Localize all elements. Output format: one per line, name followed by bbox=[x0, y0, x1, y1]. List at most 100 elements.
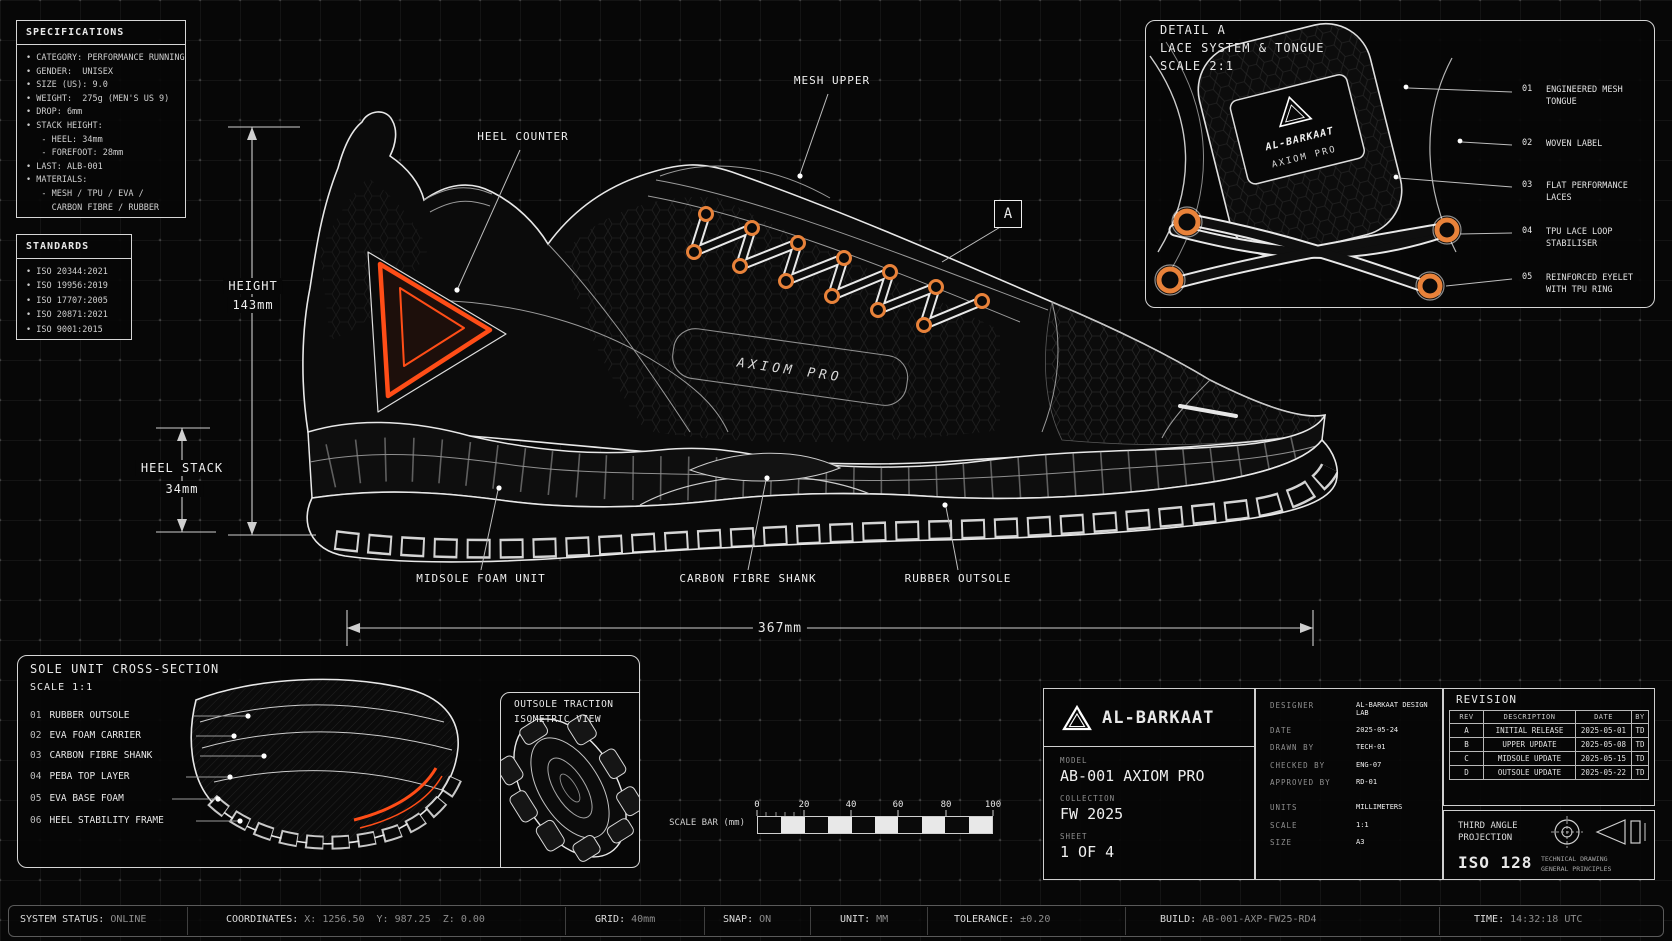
spec-item: - HEEL: 34mm bbox=[26, 134, 103, 145]
status-grid-setting[interactable]: GRID: 40mm bbox=[595, 914, 655, 925]
scale-bar-seg bbox=[921, 817, 946, 833]
panel-seams bbox=[423, 165, 1211, 439]
sole-item: 03 CARBON FIBRE SHANK bbox=[30, 750, 152, 761]
callout-rubber-outsole: RUBBER OUTSOLE bbox=[904, 572, 1012, 585]
revision-cell: MIDSOLE UPDATE bbox=[1483, 751, 1576, 766]
status-build-label: BUILD: bbox=[1160, 914, 1197, 925]
sole-item-label: PEBA TOP LAYER bbox=[49, 771, 130, 782]
standards-panel: STANDARDS • ISO 20344:2021 • ISO 19956:2… bbox=[16, 234, 132, 340]
sole-item-num: 01 bbox=[30, 710, 42, 721]
revision-header: REV bbox=[1449, 710, 1484, 724]
detail-callout-num: 02 bbox=[1522, 138, 1533, 148]
scale-bar-seg bbox=[851, 817, 876, 833]
detail-callout-num: 01 bbox=[1522, 84, 1533, 94]
spec-item: • WEIGHT: 275g (MEN'S US 9) bbox=[26, 93, 170, 104]
meta-label: CHECKED BY bbox=[1270, 760, 1326, 770]
outsole-view-title1: OUTSOLE TRACTION bbox=[514, 699, 614, 710]
status-snap-label: SNAP: bbox=[723, 914, 754, 925]
meta-label: DESIGNER bbox=[1270, 701, 1315, 710]
scale-bar-tick: 100 bbox=[984, 800, 1002, 810]
status-bar bbox=[8, 905, 1664, 937]
detail-callout-label: WOVEN LABEL bbox=[1546, 139, 1603, 149]
revision-cell: TD bbox=[1631, 751, 1649, 766]
status-grid-label: GRID: bbox=[595, 914, 626, 925]
lacing bbox=[689, 209, 987, 330]
standard-item: • ISO 9001:2015 bbox=[26, 324, 103, 335]
dim-height-label: HEIGHT bbox=[223, 278, 283, 294]
detail-a-title: DETAIL A bbox=[1160, 23, 1226, 37]
carbon-shank-window bbox=[688, 452, 842, 482]
spec-item: CARBON FIBRE / RUBBER bbox=[26, 202, 160, 213]
status-build: BUILD: AB-001-AXP-FW25-RD4 bbox=[1160, 914, 1317, 925]
meta-label: SIZE bbox=[1270, 838, 1293, 847]
revision-cell: TD bbox=[1631, 723, 1649, 738]
sole-item-num: 04 bbox=[30, 771, 42, 782]
side-brand-text: AXIOM PRO bbox=[735, 356, 843, 386]
eyelets bbox=[686, 206, 990, 333]
scale-bar-tick: 20 bbox=[798, 800, 810, 810]
status-coordinates: COORDINATES: X: 1256.50 Y: 987.25 Z: 0.0… bbox=[226, 914, 485, 925]
specifications-title: SPECIFICATIONS bbox=[17, 21, 185, 45]
detail-marker-a[interactable]: A bbox=[994, 200, 1022, 228]
status-time-value: 14:32:18 UTC bbox=[1510, 914, 1583, 925]
side-brand-panel: AXIOM PRO bbox=[672, 328, 909, 406]
projection-box: THIRD ANGLE PROJECTION ISO 128 TECHNICAL… bbox=[1443, 810, 1655, 880]
projection-line2: PROJECTION bbox=[1458, 833, 1513, 843]
projection-note2: GENERAL PRINCIPLES bbox=[1541, 865, 1612, 873]
status-snap-toggle[interactable]: SNAP: ON bbox=[723, 914, 771, 925]
projection-line1: THIRD ANGLE bbox=[1458, 821, 1518, 831]
outsole-lugs bbox=[333, 462, 1338, 559]
scale-bar-seg bbox=[828, 817, 852, 833]
specifications-panel: SPECIFICATIONS • CATEGORY: PERFORMANCE R… bbox=[16, 20, 186, 218]
revision-cell: A bbox=[1449, 723, 1484, 738]
status-coordinates-label: COORDINATES: bbox=[226, 914, 299, 925]
scale-bar-tick: 0 bbox=[754, 800, 760, 810]
sole-item-label: HEEL STABILITY FRAME bbox=[49, 815, 164, 826]
meta-label: DATE bbox=[1270, 725, 1293, 735]
status-time-label: TIME: bbox=[1474, 914, 1505, 925]
status-time: TIME: 14:32:18 UTC bbox=[1474, 914, 1582, 925]
spec-item: • CATEGORY: PERFORMANCE RUNNING bbox=[26, 53, 185, 63]
model-value: AB-001 AXIOM PRO bbox=[1060, 767, 1205, 785]
spec-item: • MATERIALS: bbox=[26, 175, 88, 186]
meta-label: DRAWN BY bbox=[1270, 743, 1315, 752]
third-angle-projection-icon bbox=[1551, 816, 1646, 848]
sole-item-label: CARBON FIBRE SHANK bbox=[49, 750, 153, 761]
meta-value: A3 bbox=[1356, 838, 1365, 846]
scale-bar-seg bbox=[898, 817, 922, 833]
detail-callout-label: REINFORCED EYELET WITH TPU RING bbox=[1546, 273, 1633, 295]
meta-value: 2025-05-24 bbox=[1356, 725, 1399, 734]
scale-bar-label: SCALE BAR (mm) bbox=[669, 818, 745, 828]
revision-cell: 2025-05-15 bbox=[1575, 751, 1632, 766]
status-separator bbox=[1125, 907, 1126, 935]
spec-item: • GENDER: UNISEX bbox=[26, 66, 113, 77]
meta-value: AL-BARKAAT DESIGN LAB bbox=[1356, 701, 1428, 717]
status-separator bbox=[1439, 907, 1440, 935]
status-separator bbox=[810, 907, 811, 935]
status-tolerance[interactable]: TOLERANCE: ±0.20 bbox=[954, 914, 1050, 925]
revision-cell: OUTSOLE UPDATE bbox=[1483, 765, 1576, 780]
revision-cell: TD bbox=[1631, 737, 1649, 752]
sole-item-num: 03 bbox=[30, 750, 42, 761]
status-grid-value: 40mm bbox=[631, 914, 656, 925]
detail-callout-label: FLAT PERFORMANCE LACES bbox=[1546, 181, 1628, 203]
toe-mesh-texture bbox=[1045, 301, 1323, 446]
projection-note1: TECHNICAL DRAWING bbox=[1541, 855, 1608, 863]
detail-a-scale: SCALE 2:1 bbox=[1160, 59, 1235, 73]
callout-midsole-foam: MIDSOLE FOAM UNIT bbox=[416, 572, 546, 585]
sole-section-scale: SCALE 1:1 bbox=[30, 682, 94, 693]
title-block-meta-column: DESIGNER AL-BARKAAT DESIGN LAB DATE 2025-0… bbox=[1255, 688, 1443, 880]
spec-item: - MESH / TPU / EVA / bbox=[26, 188, 144, 199]
sheet-value: 1 OF 4 bbox=[1060, 843, 1115, 861]
sole-item-num: 02 bbox=[30, 730, 42, 741]
revision-cell: C bbox=[1449, 751, 1484, 766]
status-separator bbox=[187, 907, 188, 935]
status-coordinates-value: X: 1256.50 Y: 987.25 Z: 0.00 bbox=[304, 914, 485, 925]
status-unit-toggle[interactable]: UNIT: MM bbox=[840, 914, 888, 925]
